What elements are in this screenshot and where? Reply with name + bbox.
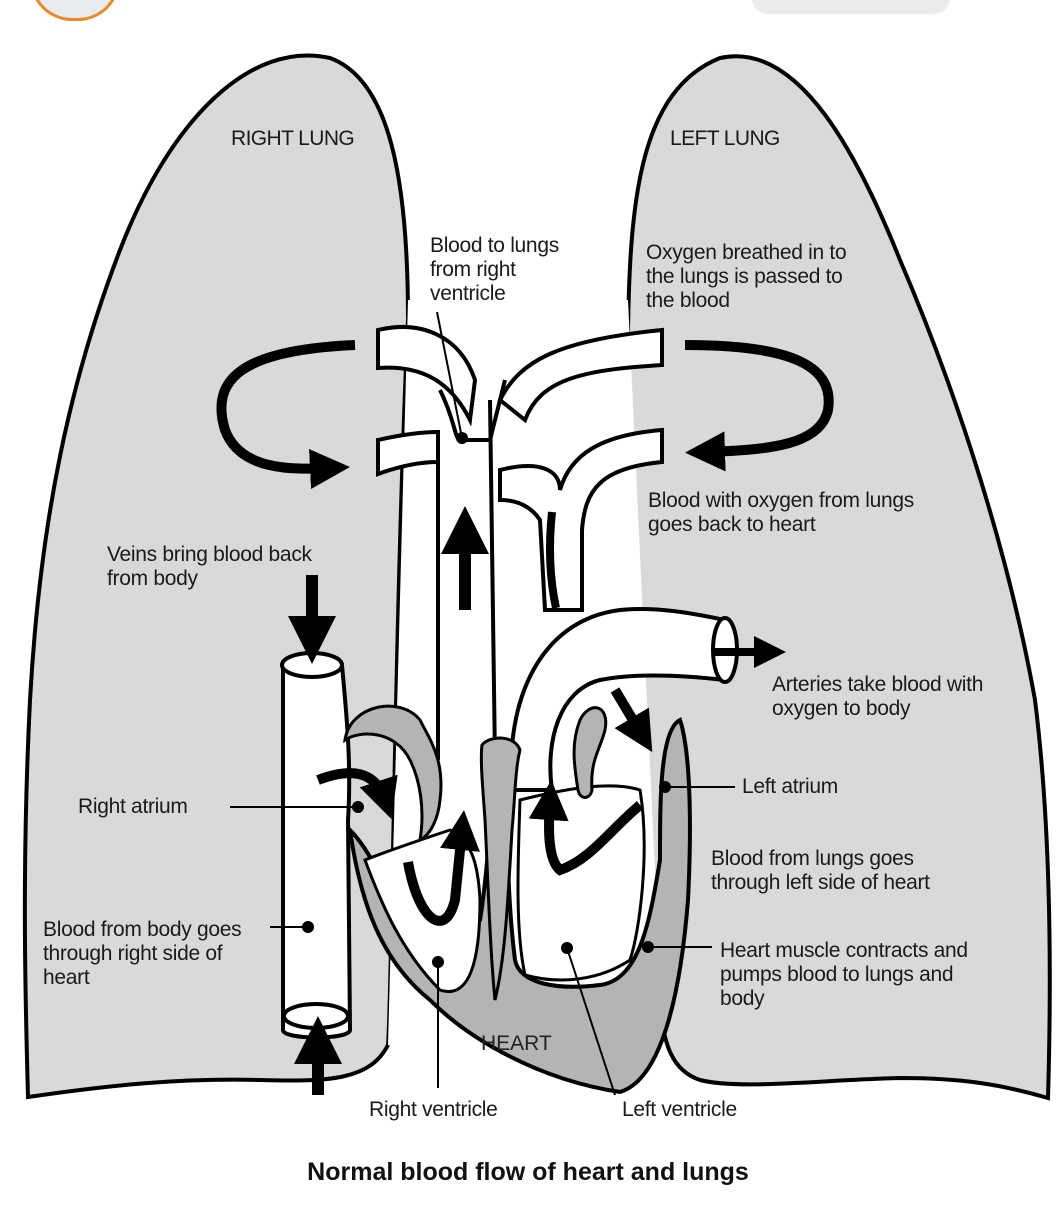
top-search-pill[interactable] — [752, 0, 950, 14]
leader-dots — [302, 432, 671, 968]
label-left-ventricle: Left ventricle — [622, 1098, 737, 1121]
septum — [479, 736, 522, 1001]
label-left-atrium: Left atrium — [742, 775, 838, 798]
label-blood-from-body: Blood from body goes through right side … — [43, 918, 242, 989]
right-lung-loop-arrow — [216, 340, 356, 489]
pulmonary-vein-bar — [545, 511, 560, 609]
heart-muscle — [347, 717, 692, 1095]
right-lung-label: RIGHT LUNG — [231, 127, 355, 150]
label-oxygen-breathed: Oxygen breathed in to the lungs is passe… — [646, 241, 847, 312]
left-atrium-down-arrow — [610, 687, 653, 753]
pulmonary-branch-lower-right — [376, 429, 440, 477]
heart-label: HEART — [481, 1032, 552, 1055]
left-lung-loop-arrow — [684, 340, 834, 472]
tricuspid-valve — [343, 704, 443, 843]
label-right-ventricle: Right ventricle — [369, 1098, 498, 1121]
label-veins-bring: Veins bring blood back from body — [107, 543, 312, 590]
label-blood-with-oxygen: Blood with oxygen from lungs goes back t… — [648, 489, 914, 536]
mitral-valve — [572, 706, 608, 799]
leader-lines — [230, 311, 735, 1096]
label-blood-from-lungs: Blood from lungs goes through left side … — [711, 847, 930, 894]
label-arteries-take: Arteries take blood with oxygen to body — [772, 673, 984, 720]
left-ventricle-up-arrow — [528, 780, 644, 876]
right-atrium-flow-arrow — [316, 768, 398, 819]
figure-caption: Normal blood flow of heart and lungs — [307, 1158, 749, 1186]
label-right-atrium: Right atrium — [78, 795, 188, 818]
pulmonary-vein-upper-left — [497, 327, 664, 424]
pulmonary-vein-lower-left — [498, 427, 664, 612]
pulmonary-artery — [436, 399, 497, 761]
vein-opening-top — [280, 651, 344, 679]
right-ventricle-u-arrow — [403, 810, 480, 926]
vein-opening-bottom — [282, 1002, 350, 1030]
label-blood-to-lungs: Blood to lungs from right ventricle — [430, 234, 559, 305]
left-lung-label: LEFT LUNG — [670, 127, 780, 150]
pulmonary-branch-upper-right — [376, 325, 478, 427]
label-heart-muscle: Heart muscle contracts and pumps blood t… — [720, 939, 968, 1010]
vena-cava-vessel — [281, 663, 353, 1040]
